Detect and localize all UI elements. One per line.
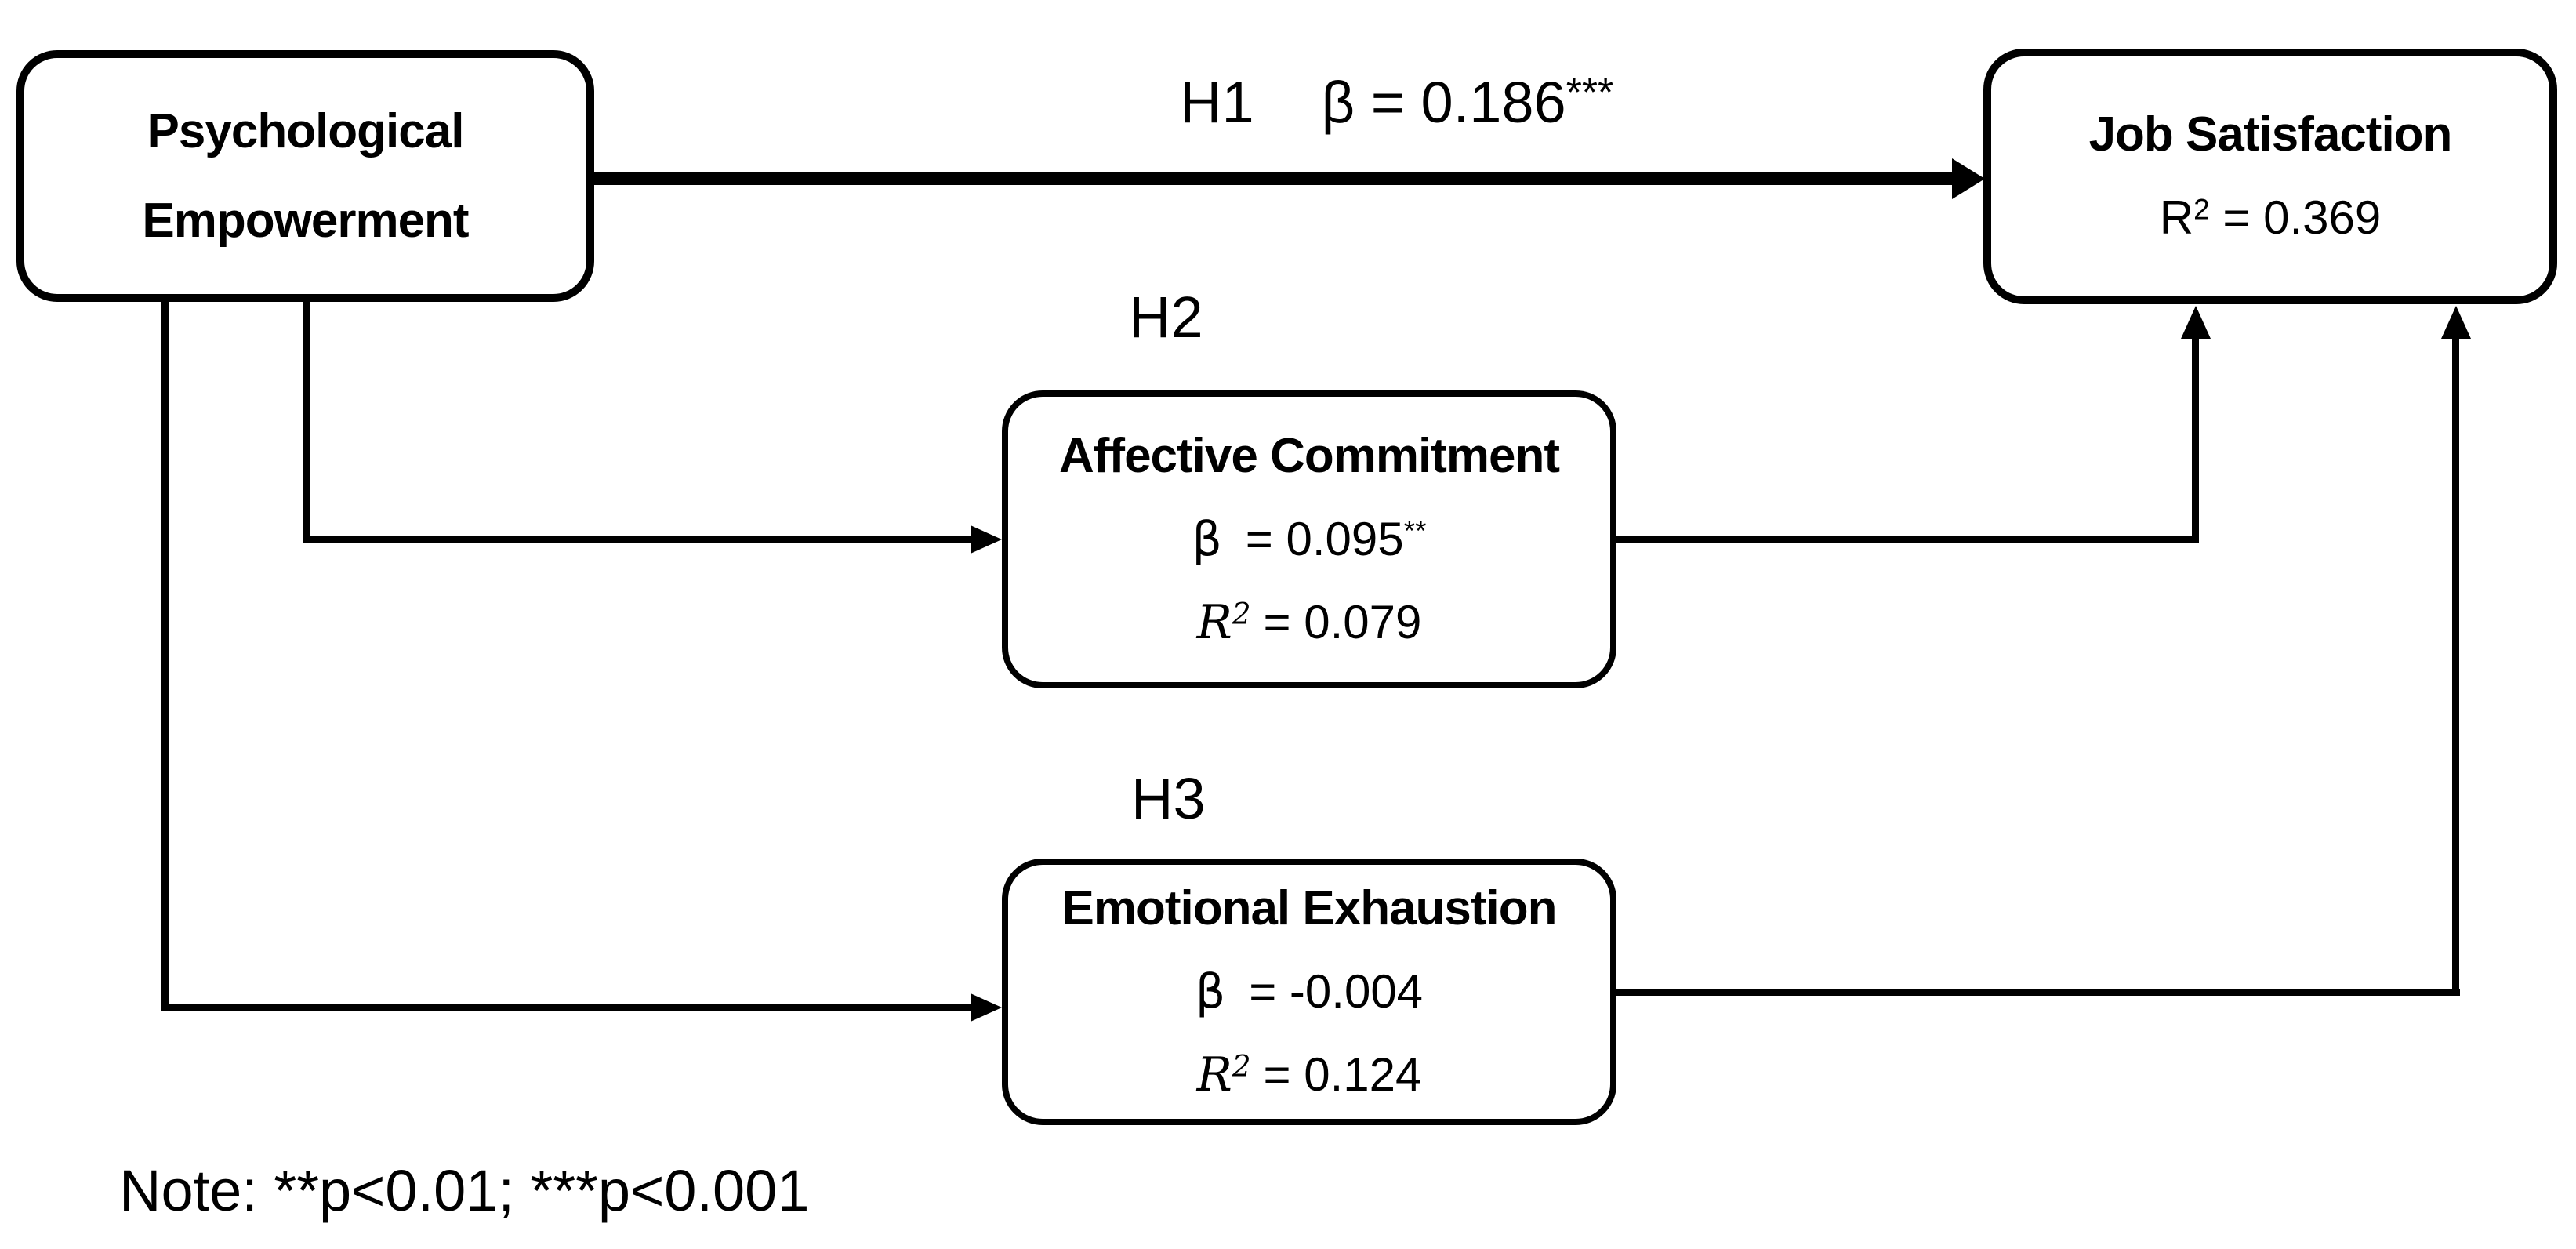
node-affective-commitment-label: Affective Commitment — [1059, 429, 1560, 483]
beta-value: = 0.095 — [1245, 513, 1404, 565]
significance-note: Note: **p<0.01; ***p<0.001 — [119, 1158, 810, 1223]
r2-superscript: 2 — [1232, 1048, 1251, 1084]
h3-label: H3 — [1131, 766, 1206, 831]
edge-h3-arrowhead-icon — [971, 993, 1002, 1022]
h1-label: H1 — [1180, 70, 1254, 135]
edge-h1-arrowhead-icon — [1952, 158, 1985, 199]
beta-significance: ** — [1403, 514, 1427, 547]
h1-coefficient: β = 0.186*** — [1322, 69, 1614, 136]
h2-label: H2 — [1129, 285, 1203, 350]
node-emotional-exhaustion: Emotional Exhaustion β = -0.004 R2 = 0.124 — [1002, 859, 1616, 1125]
node-job-satisfaction-label: Job Satisfaction — [2088, 107, 2453, 162]
node-affective-commitment: Affective Commitment β = 0.095** R2 = 0.07… — [1002, 390, 1616, 688]
node-psychological-empowerment-label-line1: Psychological — [147, 103, 465, 158]
edge-h2-horizontal-line — [303, 536, 971, 543]
edge-ee-to-js-horizontal-line — [1613, 989, 2460, 996]
beta-value: = -0.004 — [1249, 965, 1424, 1018]
edge-h2-vertical-line — [303, 298, 310, 543]
node-affective-commitment-beta: β = 0.095** — [1192, 498, 1426, 581]
edge-h2-arrowhead-icon — [971, 525, 1002, 554]
node-job-satisfaction: Job Satisfaction R2 = 0.369 — [1983, 49, 2557, 304]
edge-ac-to-js-horizontal-line — [1613, 536, 2199, 543]
node-psychological-empowerment: Psychological Empowerment — [16, 50, 594, 302]
r2-prefix: R — [1196, 595, 1232, 650]
node-emotional-exhaustion-r2: R2 = 0.124 — [1197, 1033, 1422, 1116]
edge-h1-label-row: H1 β = 0.186*** — [1180, 69, 1613, 136]
beta-symbol: β — [1192, 512, 1222, 567]
edge-h3-vertical-line — [161, 298, 169, 1011]
edge-ee-to-js-arrowhead-icon — [2441, 306, 2471, 339]
beta-symbol: β — [1195, 964, 1226, 1019]
r2-prefix: R — [1196, 1047, 1232, 1102]
node-emotional-exhaustion-beta: β = -0.004 — [1195, 950, 1423, 1033]
r2-value: = 0.124 — [1263, 1048, 1422, 1101]
node-emotional-exhaustion-label: Emotional Exhaustion — [1061, 881, 1557, 935]
h1-significance: *** — [1566, 69, 1614, 115]
edge-ac-to-js-arrowhead-icon — [2181, 306, 2211, 339]
edge-h1-line — [594, 172, 1952, 185]
r2-superscript: 2 — [1232, 596, 1251, 631]
edge-ac-to-js-vertical-line — [2192, 334, 2199, 543]
edge-ee-to-js-vertical-line — [2452, 334, 2459, 996]
r2-prefix: R — [2159, 191, 2194, 244]
node-affective-commitment-r2: R2 = 0.079 — [1197, 581, 1422, 664]
edge-h3-horizontal-line — [161, 1004, 971, 1011]
r2-value: = 0.079 — [1263, 596, 1422, 648]
r2-superscript: 2 — [2193, 192, 2210, 226]
node-job-satisfaction-r2: R2 = 0.369 — [2160, 176, 2382, 260]
r2-value: = 0.369 — [2222, 191, 2382, 244]
h1-beta-text: β = 0.186 — [1321, 70, 1566, 135]
node-psychological-empowerment-label-line2: Empowerment — [142, 193, 469, 248]
